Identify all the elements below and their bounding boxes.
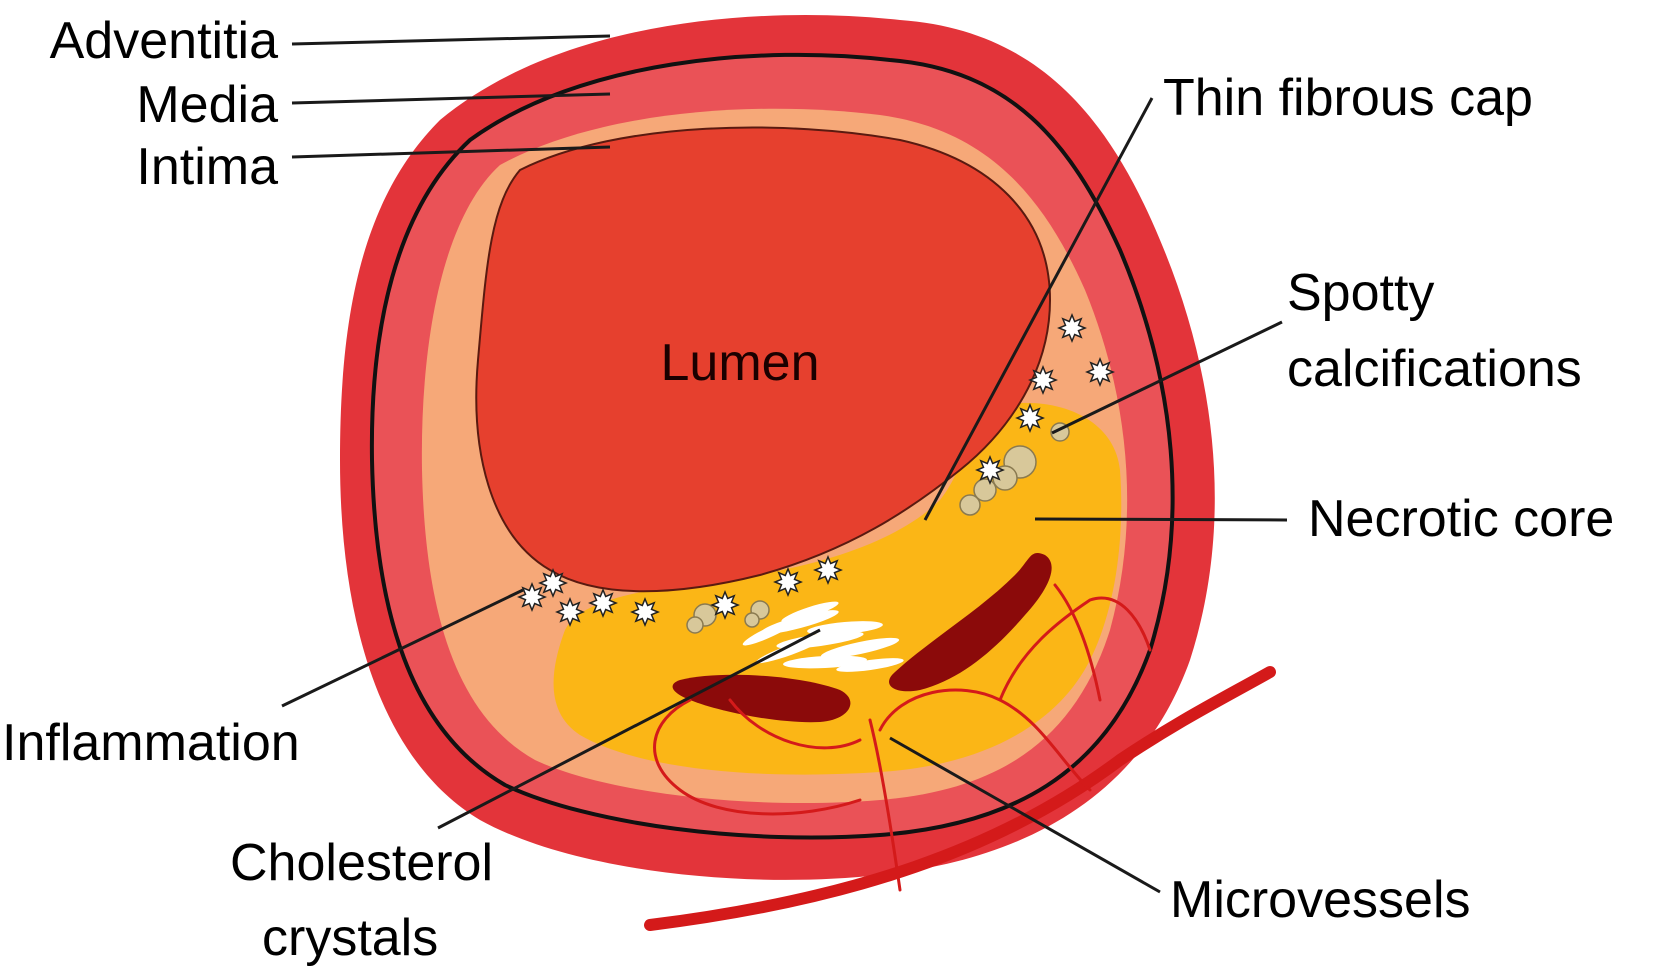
inflammation-cell bbox=[538, 568, 568, 598]
cholesterol-crystal bbox=[820, 637, 900, 659]
inflammation-cell bbox=[773, 567, 803, 597]
label-inflammation: Inflammation bbox=[2, 714, 300, 772]
inflammation-cell bbox=[1028, 365, 1058, 395]
leader-adventitia bbox=[291, 34, 611, 46]
label-adventitia: Adventitia bbox=[50, 12, 278, 70]
inflammation-cell bbox=[975, 455, 1005, 485]
label-necrotic-core: Necrotic core bbox=[1308, 490, 1614, 548]
inflammation-cell bbox=[630, 597, 660, 627]
leader-microvessels bbox=[889, 736, 1161, 894]
microvessels-group bbox=[644, 583, 1276, 931]
leader-media bbox=[291, 92, 611, 105]
leader-thin-fibrous-cap bbox=[923, 97, 1154, 521]
microvessel bbox=[653, 698, 862, 816]
lumen bbox=[475, 126, 1052, 593]
inflammation-cell bbox=[813, 555, 843, 585]
cholesterol-crystal bbox=[781, 601, 839, 623]
inflammation-cell bbox=[588, 588, 618, 618]
cholesterol-crystal bbox=[756, 636, 824, 664]
label-microvessels: Microvessels bbox=[1170, 871, 1471, 929]
microvessel bbox=[1053, 583, 1102, 702]
leader-intima bbox=[291, 145, 611, 159]
leader-spotty-calcifications bbox=[1051, 320, 1283, 435]
calcification bbox=[973, 478, 997, 502]
cholesterol-crystal bbox=[836, 658, 904, 672]
label-spotty-calcifications-line1: Spotty bbox=[1287, 264, 1434, 322]
leader-cholesterol-crystals bbox=[437, 628, 821, 830]
label-thin-fibrous-cap: Thin fibrous cap bbox=[1163, 69, 1533, 127]
microvessel bbox=[998, 596, 1152, 702]
inflammation-cell bbox=[710, 590, 740, 620]
calcification bbox=[744, 612, 760, 628]
label-lumen: Lumen bbox=[661, 334, 820, 392]
leader-lines bbox=[281, 34, 1288, 894]
calcification bbox=[959, 494, 981, 516]
inflammation-cell bbox=[555, 597, 585, 627]
leader-inflammation bbox=[281, 588, 524, 708]
cholesterol-crystals-group bbox=[742, 601, 904, 672]
label-cholesterol-crystals-line1: Cholesterol bbox=[230, 834, 493, 892]
microvessel bbox=[644, 666, 1276, 931]
hemorrhage-blob bbox=[889, 552, 1052, 692]
label-intima: Intima bbox=[136, 138, 278, 196]
microvessel bbox=[868, 718, 902, 892]
leader-necrotic-core bbox=[1034, 517, 1288, 522]
label-media: Media bbox=[136, 76, 278, 134]
inflammation-cell bbox=[1085, 357, 1115, 387]
inflammation-cells-group bbox=[517, 313, 1115, 627]
cholesterol-crystal bbox=[807, 621, 883, 635]
inflammation-cell bbox=[517, 582, 547, 612]
inflammation-cell bbox=[1057, 313, 1087, 343]
label-cholesterol-crystals-line2: crystals bbox=[262, 909, 438, 967]
hemorrhage-group bbox=[672, 552, 1052, 723]
microvessel bbox=[728, 698, 862, 750]
label-spotty-calcifications-line2: calcifications bbox=[1287, 340, 1582, 398]
inflammation-cell bbox=[1015, 403, 1045, 433]
elastic-lamina-outline bbox=[369, 52, 1175, 840]
cholesterol-crystal bbox=[742, 618, 798, 646]
calcification bbox=[686, 616, 704, 634]
hemorrhage-blob bbox=[672, 674, 851, 723]
